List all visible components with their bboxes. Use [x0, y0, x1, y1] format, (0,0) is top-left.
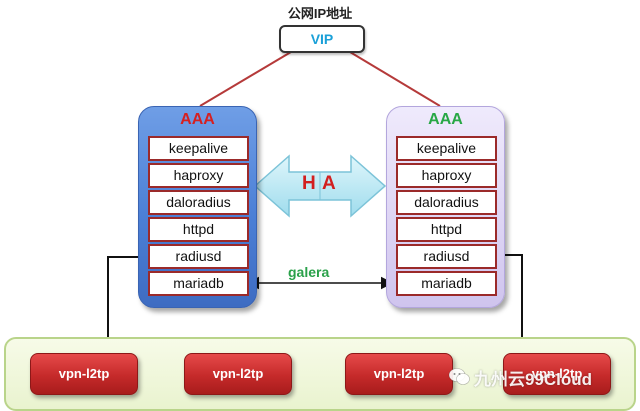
galera-label: galera	[288, 264, 330, 280]
left-client-connector	[107, 256, 146, 337]
service-httpd: httpd	[148, 217, 249, 242]
service-daloradius: daloradius	[148, 190, 249, 215]
vip-link-left	[199, 48, 297, 107]
service-radiusd: radiusd	[396, 244, 497, 269]
vip-box: VIP	[279, 25, 365, 53]
ha-label-h: H	[302, 173, 316, 194]
aaa-node-right: AAA keepalive haproxy daloradius httpd r…	[386, 106, 505, 308]
service-mariadb: mariadb	[396, 271, 497, 296]
vpn-l2tp-client-4: vpn-l2tp	[503, 353, 611, 395]
vpn-l2tp-client-3: vpn-l2tp	[345, 353, 453, 395]
service-haproxy: haproxy	[148, 163, 249, 188]
watermark-text: 九州云99Cloud	[474, 369, 593, 389]
service-daloradius: daloradius	[396, 190, 497, 215]
service-keepalive: keepalive	[148, 136, 249, 161]
service-httpd: httpd	[396, 217, 497, 242]
vip-link-right	[344, 48, 441, 107]
service-keepalive: keepalive	[396, 136, 497, 161]
watermark: 九州云99Cloud	[448, 366, 593, 389]
node-title: AAA	[428, 111, 463, 128]
vpn-l2tp-client-1: vpn-l2tp	[30, 353, 138, 395]
wechat-icon	[448, 368, 470, 385]
service-radiusd: radiusd	[148, 244, 249, 269]
node-title: AAA	[180, 111, 215, 128]
service-haproxy: haproxy	[396, 163, 497, 188]
vpn-l2tp-client-2: vpn-l2tp	[184, 353, 292, 395]
public-ip-title: 公网IP地址	[287, 6, 353, 21]
service-mariadb: mariadb	[148, 271, 249, 296]
ha-label-a: A	[322, 173, 336, 194]
aaa-node-left: AAA keepalive haproxy daloradius httpd r…	[138, 106, 257, 308]
